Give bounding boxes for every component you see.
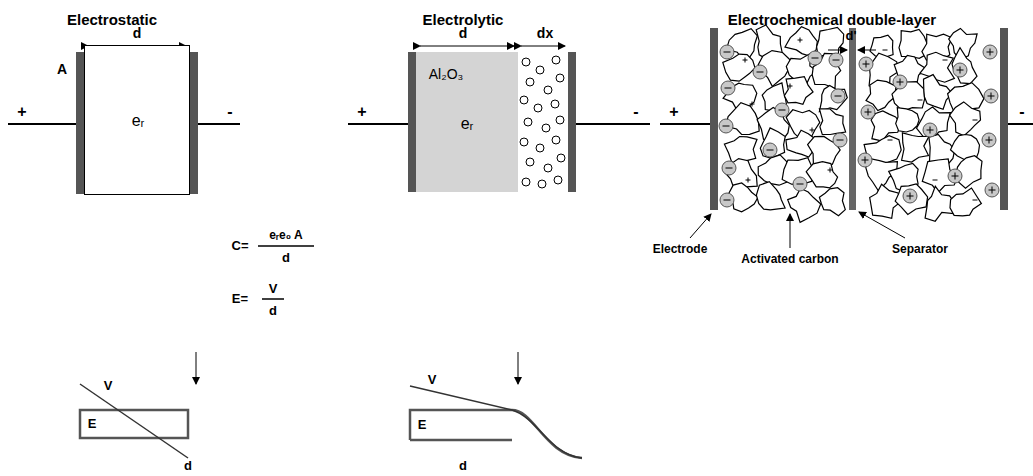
polarity-sign: + [357,103,366,121]
graph-label: E [418,418,427,432]
node-text: eᵣ [461,115,474,133]
node-text: Al₂O₃ [429,67,463,82]
polarity-sign: - [633,103,638,121]
dielectric-box: eᵣ [84,45,190,195]
polarity-sign: - [1019,103,1024,121]
graph-label: V [428,373,437,387]
formula-text: C= [232,239,249,253]
area-label: A [57,62,67,77]
polarity-sign: + [669,103,678,121]
formula-text: V [269,282,278,296]
node-text: eᵣ [132,112,145,130]
callout-label: Separator [892,243,948,256]
dimension-label: d' [845,29,856,43]
formula-text: eᵣe₀ A [269,229,302,242]
callout-label: Activated carbon [741,253,838,266]
polarity-sign: + [17,103,26,121]
axis-label: d [459,459,467,473]
formula-text: d [282,251,290,265]
graph-label: V [104,379,113,393]
dimension-label: d [459,26,468,41]
panel-title: Electrochemical double-layer [728,12,936,29]
dimension-label: d [133,26,142,41]
formula-text: E= [232,292,248,306]
axis-label: d [184,459,192,473]
graph-label: E [88,417,97,431]
polarity-sign: - [227,103,232,121]
formula-text: d [269,304,277,318]
dimension-label: dx [537,26,553,41]
oxide-layer: Al₂O₃ eᵣ [416,52,518,192]
panel-title: Electrostatic [67,12,157,29]
callout-label: Electrode [653,243,708,256]
